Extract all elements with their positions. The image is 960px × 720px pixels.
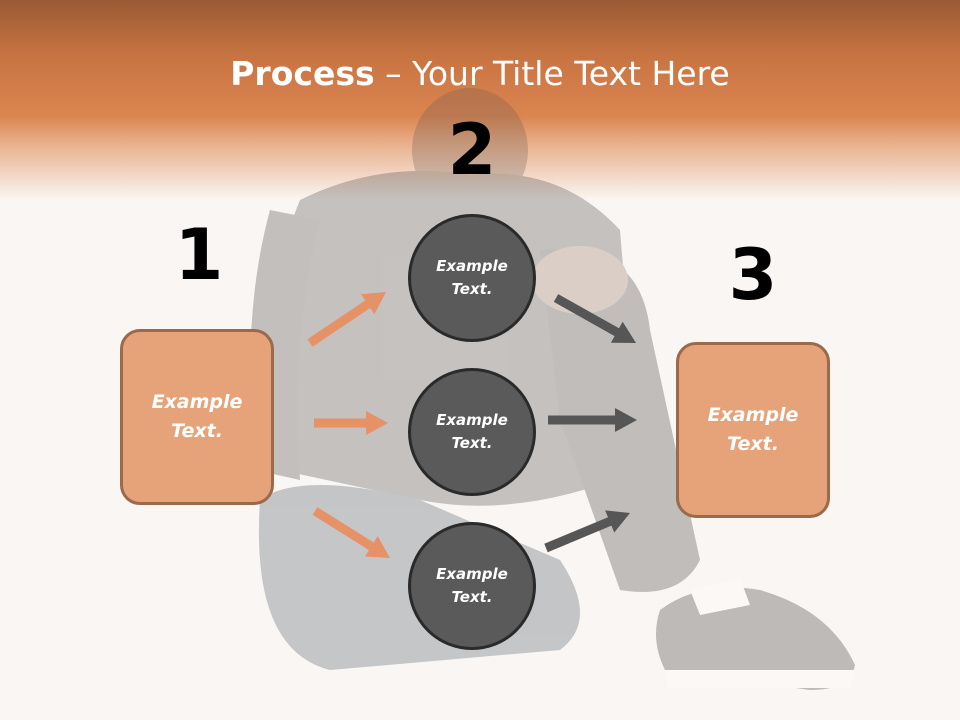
arrow-input-to-top <box>307 292 386 347</box>
arrow-bottom-to-output <box>544 510 630 553</box>
process-circle-bottom: Example Text. <box>408 522 536 650</box>
process-circle-middle: Example Text. <box>408 368 536 496</box>
arrow-input-to-bottom <box>312 507 390 558</box>
input-box: Example Text. <box>120 329 274 505</box>
output-box-text: Example Text. <box>707 404 799 455</box>
circle-top-text: Example Text. <box>436 257 508 298</box>
circle-bottom-text: Example Text. <box>436 565 508 606</box>
header-band <box>0 0 960 200</box>
input-box-text: Example Text. <box>151 391 243 442</box>
step-number-2: 2 <box>447 109 497 191</box>
arrow-input-to-middle <box>314 411 388 435</box>
title-rest-part: – Your Title Text Here <box>374 54 730 93</box>
output-box: Example Text. <box>676 342 830 518</box>
process-circle-top: Example Text. <box>408 214 536 342</box>
title-bold-part: Process <box>230 54 375 93</box>
circle-middle-text: Example Text. <box>436 411 508 452</box>
slide-title: Process – Your Title Text Here <box>0 52 960 96</box>
step-number-3: 3 <box>728 234 778 316</box>
step-number-1: 1 <box>174 214 224 296</box>
arrow-middle-to-output <box>548 408 637 432</box>
arrow-top-to-output <box>553 294 636 343</box>
